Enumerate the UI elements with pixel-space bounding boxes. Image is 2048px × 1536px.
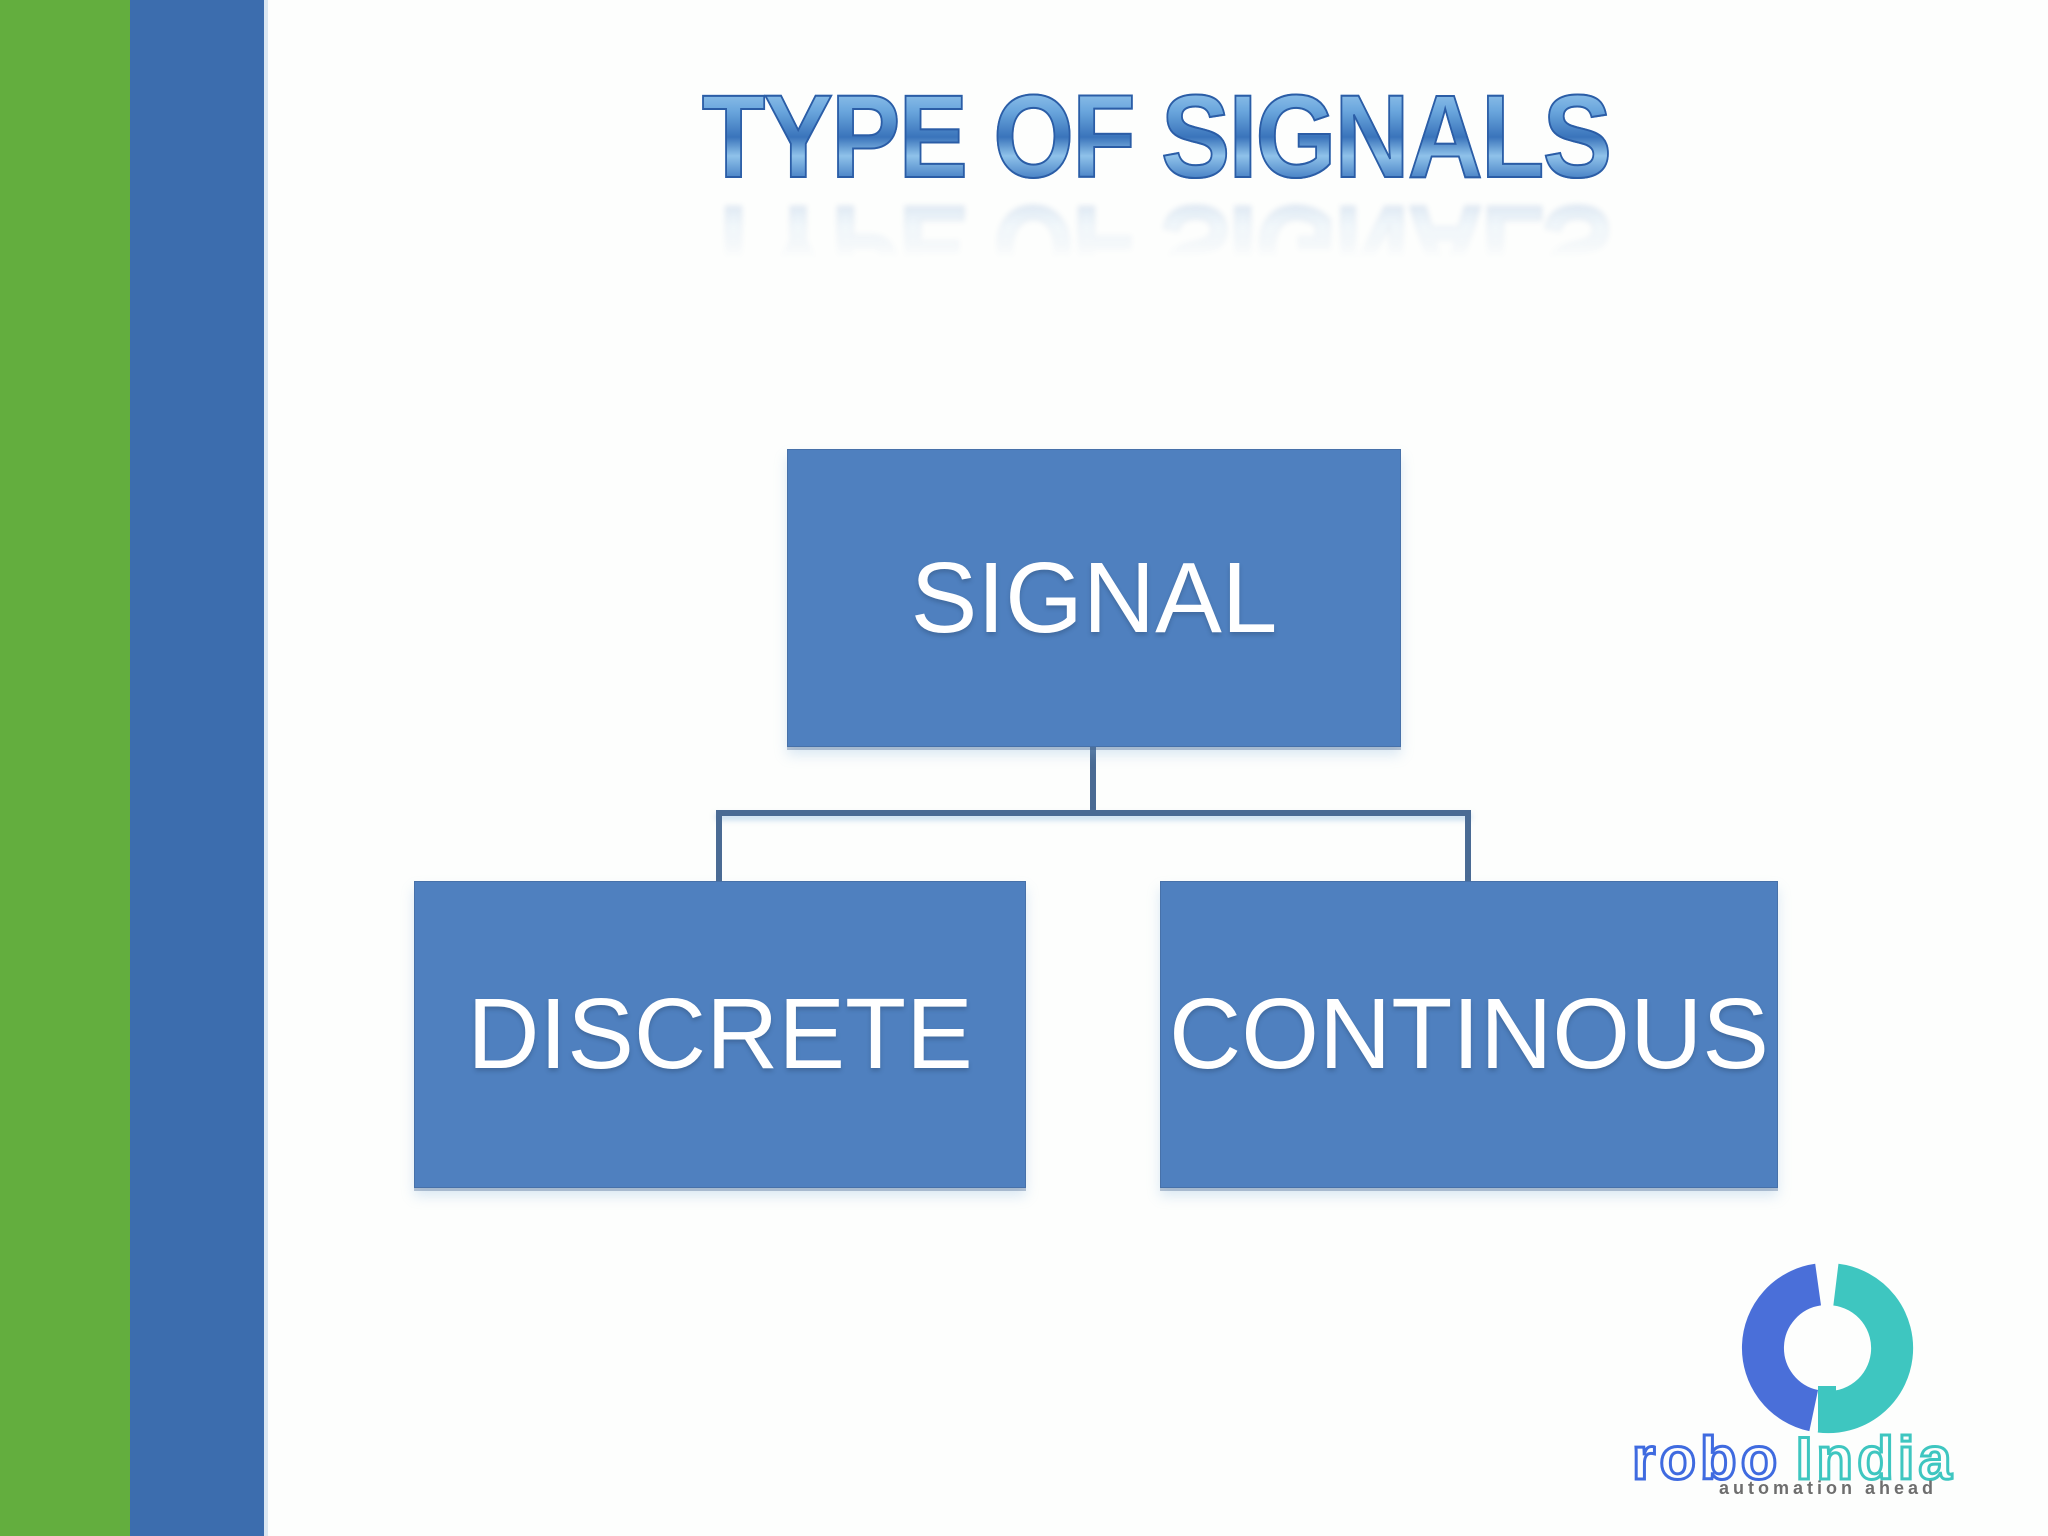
connector-horizontal	[716, 810, 1471, 816]
logo-brand-robo: robo	[1630, 1424, 1782, 1494]
left-edge-blue-bar	[130, 0, 268, 1536]
slide-title-area: TYPE OF SIGNALS TYPE OF SIGNALS	[264, 71, 2048, 314]
left-edge-green-bar	[0, 0, 130, 1536]
logo-brand-india: India	[1794, 1424, 1956, 1494]
logo-brand-row: robo India	[1628, 1424, 2008, 1494]
logo-tagline: automation ahead	[1718, 1478, 1938, 1498]
ring-left-half	[1741, 1263, 1822, 1432]
slide-title: TYPE OF SIGNALS	[701, 71, 1613, 203]
continous-box: CONTINOUS	[1160, 881, 1778, 1188]
robo-india-logo: robo India automation ahead	[1628, 1256, 2008, 1512]
slide-title-reflection: TYPE OF SIGNALS	[371, 180, 1941, 314]
connector-stem	[1090, 745, 1096, 813]
robo-india-ring-icon	[1741, 1263, 1914, 1434]
ring-stem	[1818, 1386, 1836, 1430]
ring-right-half	[1817, 1263, 1914, 1434]
connector-drop-right	[1465, 810, 1471, 881]
discrete-box: DISCRETE	[414, 881, 1026, 1188]
connector-drop-left	[716, 810, 722, 881]
signal-box: SIGNAL	[787, 449, 1401, 747]
